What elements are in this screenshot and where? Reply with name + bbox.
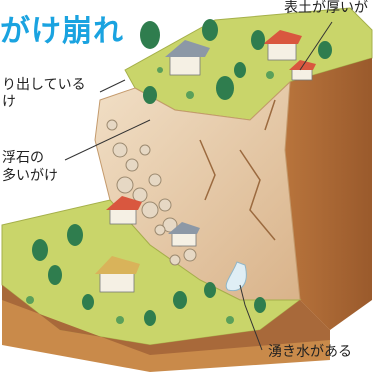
upper-soil-face bbox=[285, 58, 372, 330]
house-lower-front bbox=[95, 256, 140, 293]
diagram-title: がけ崩れ bbox=[0, 14, 124, 49]
leader-line-overhang bbox=[99, 79, 126, 93]
leader-line-spring bbox=[239, 284, 263, 351]
label-floating-line2: 多いがけ bbox=[2, 168, 58, 184]
house-lower-buried bbox=[106, 196, 142, 225]
spring-water bbox=[225, 261, 247, 292]
cliff-crack bbox=[199, 99, 276, 241]
label-spring: 湧き水がある bbox=[268, 344, 352, 360]
label-overhang-line1: り出している bbox=[2, 77, 86, 93]
lower-soil-front bbox=[2, 285, 330, 372]
lower-soil-band bbox=[2, 285, 330, 355]
shrubs bbox=[26, 67, 274, 324]
label-floating-line1: 浮石の bbox=[2, 150, 44, 166]
leader-line-topsoil bbox=[299, 21, 333, 71]
house-lower-middle bbox=[168, 222, 200, 247]
house-upper-far bbox=[289, 60, 316, 81]
label-topsoil: 表土が厚いが bbox=[284, 0, 368, 16]
house-upper-right bbox=[263, 30, 302, 61]
trees bbox=[32, 19, 332, 326]
leader-line-floating bbox=[64, 119, 151, 161]
house-upper-left bbox=[165, 40, 210, 76]
label-overhang-line2: け bbox=[2, 94, 16, 110]
